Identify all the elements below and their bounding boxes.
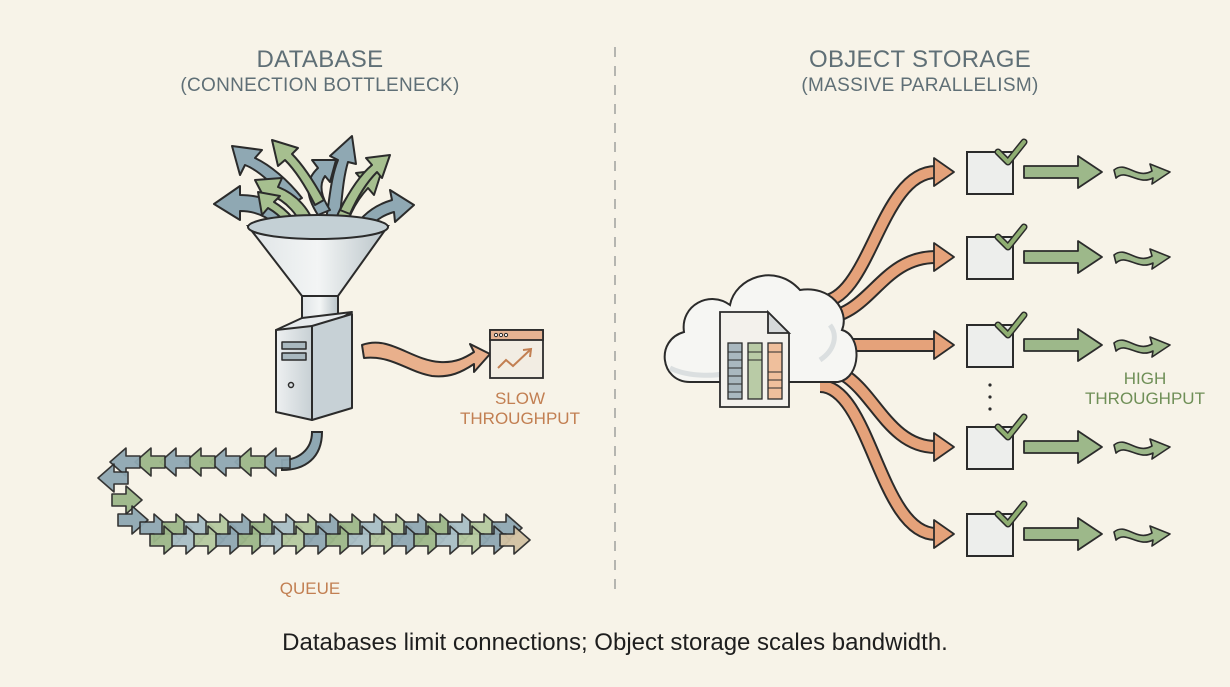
queue-arrow bbox=[209, 447, 241, 477]
queue-arrow bbox=[281, 525, 313, 555]
high-throughput-label: HIGH THROUGHPUT bbox=[1070, 369, 1220, 409]
queue-label: QUEUE bbox=[279, 579, 341, 598]
slow-label-line2: THROUGHPUT bbox=[460, 409, 580, 428]
checkmark-icon bbox=[996, 502, 1026, 526]
checkmark-icon bbox=[996, 313, 1026, 337]
high-label-line2: THROUGHPUT bbox=[1085, 389, 1205, 408]
checkbox-icon bbox=[966, 324, 1014, 368]
object-storage-title: OBJECT STORAGE bbox=[808, 46, 1032, 73]
queue-arrow bbox=[259, 447, 291, 477]
object-storage-subtitle: (MASSIVE PARALLELISM) bbox=[801, 75, 1039, 96]
arrow-right-icon bbox=[1023, 240, 1103, 274]
parallel-streams bbox=[966, 138, 1171, 557]
queue-hook bbox=[281, 431, 324, 472]
fan-arrow bbox=[819, 167, 937, 307]
slow-label-line1: SLOW bbox=[494, 389, 546, 408]
wave-arrow-icon bbox=[1113, 525, 1171, 547]
queue-arrow bbox=[159, 447, 191, 477]
queue-arrow bbox=[109, 447, 141, 477]
fan-arrowhead bbox=[933, 519, 955, 549]
checkmark-icon bbox=[996, 225, 1026, 249]
slow-flow-arrow bbox=[361, 341, 491, 378]
arrow-right-icon bbox=[1023, 430, 1103, 464]
wave-arrow-icon bbox=[1113, 438, 1171, 460]
queue-arrow bbox=[171, 525, 203, 555]
queue-arrow bbox=[259, 525, 291, 555]
checkmark-icon bbox=[996, 140, 1026, 164]
slow-throughput-label: SLOW THROUGHPUT bbox=[450, 389, 590, 429]
server-icon bbox=[275, 311, 353, 421]
database-heading: DATABASE (CONNECTION BOTTLENECK) bbox=[120, 46, 520, 98]
queue-arrow bbox=[499, 525, 531, 555]
wave-arrow-icon bbox=[1113, 336, 1171, 358]
queue-arrow bbox=[234, 447, 266, 477]
tangled-arrows-icon bbox=[213, 135, 415, 244]
stream-row bbox=[966, 311, 1171, 368]
queue-arrow bbox=[149, 525, 181, 555]
queue-arrow bbox=[325, 525, 357, 555]
arrow-right-icon bbox=[1023, 155, 1103, 189]
queue-arrow bbox=[457, 525, 489, 555]
high-label-line1: HIGH bbox=[1123, 369, 1167, 388]
checkbox-icon bbox=[966, 513, 1014, 557]
fan-arrowhead bbox=[933, 157, 955, 187]
fan-arrowhead bbox=[933, 242, 955, 272]
arrow-right-icon bbox=[1023, 328, 1103, 362]
stream-row bbox=[966, 413, 1171, 470]
funnel-icon bbox=[245, 214, 390, 319]
queue-arrow bbox=[391, 525, 423, 555]
queue-arrow bbox=[215, 525, 247, 555]
stream-row bbox=[966, 223, 1171, 280]
database-subtitle: (CONNECTION BOTTLENECK) bbox=[180, 75, 460, 96]
queue-arrow bbox=[237, 525, 269, 555]
object-storage-heading: OBJECT STORAGE (MASSIVE PARALLELISM) bbox=[760, 46, 1080, 98]
queue-arrow bbox=[435, 525, 467, 555]
checkmark-icon bbox=[996, 415, 1026, 439]
caption: Databases limit connections; Object stor… bbox=[282, 629, 948, 656]
fan-out-arrows bbox=[818, 157, 955, 549]
queue-arrow bbox=[369, 525, 401, 555]
fan-arrowhead bbox=[933, 330, 955, 360]
fan-arrowhead bbox=[933, 432, 955, 462]
queue-arrow bbox=[193, 525, 225, 555]
queue-arrow bbox=[413, 525, 445, 555]
checkbox-icon bbox=[966, 151, 1014, 195]
arrow-right-icon bbox=[1023, 517, 1103, 551]
queue-arrow bbox=[134, 447, 166, 477]
stream-row bbox=[966, 500, 1171, 557]
stream-row bbox=[966, 138, 1171, 195]
queue-arrows-icon bbox=[97, 447, 531, 555]
wave-arrow-icon bbox=[1113, 163, 1171, 185]
queue-arrow bbox=[347, 525, 379, 555]
fan-arrow bbox=[819, 381, 937, 539]
queue-arrow bbox=[184, 447, 216, 477]
database-title: DATABASE bbox=[256, 46, 384, 73]
ellipsis-dots bbox=[988, 383, 992, 411]
wave-arrow-icon bbox=[1113, 248, 1171, 270]
queue-arrow bbox=[479, 525, 511, 555]
queue-arrow bbox=[97, 463, 129, 493]
data-file-icon bbox=[719, 309, 792, 408]
checkbox-icon bbox=[966, 426, 1014, 470]
queue-arrow bbox=[303, 525, 335, 555]
browser-chart-icon bbox=[489, 329, 544, 379]
